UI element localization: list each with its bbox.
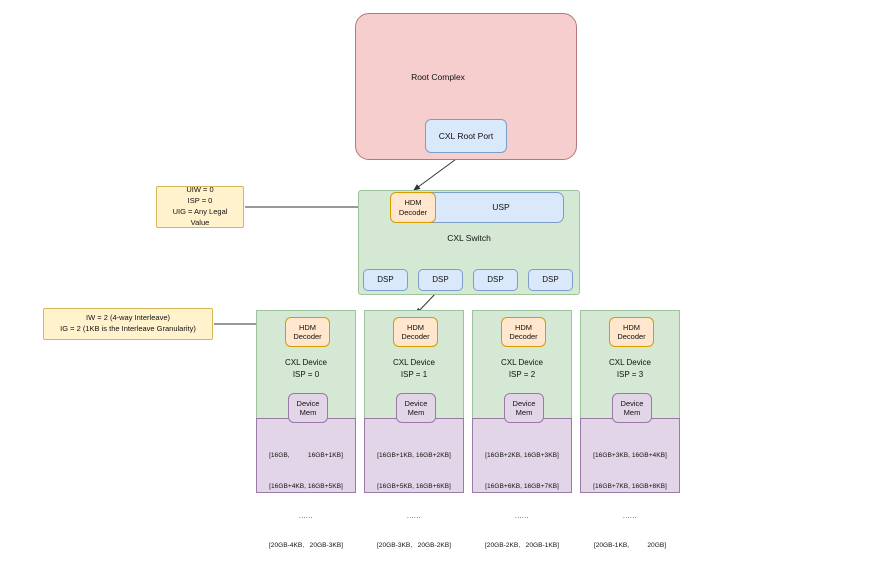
device-2-isp: ISP = 2 [508, 370, 536, 379]
device-1-name: CXL Device [393, 358, 435, 367]
device-3-name: CXL Device [609, 358, 651, 367]
cxl-device-3[interactable]: HDM Decoder CXL Device ISP = 3 Device Me… [580, 310, 680, 549]
device-mem-line1: Device [404, 398, 428, 408]
device-annotation-note: IW = 2 (4-way Interleave) IG = 2 (1KB is… [43, 308, 213, 340]
range-ellipsis: ...... [299, 512, 313, 520]
hdm-decoder-line1: HDM [298, 322, 317, 332]
hdm-decoder-line2: Decoder [398, 207, 428, 217]
device-1-title: CXL Device ISP = 1 [365, 357, 463, 381]
range-line-1: [16GB, 16GB+1KB] [269, 452, 343, 460]
range-line-3: [20GB-3KB, 20GB-2KB] [376, 542, 452, 550]
device-2-memory-chip[interactable]: Device Mem [504, 393, 544, 423]
device-mem-line2: Mem [515, 408, 533, 417]
device-mem-line2: Mem [623, 408, 641, 417]
cxl-device-2[interactable]: HDM Decoder CXL Device ISP = 2 Device Me… [472, 310, 572, 549]
device-3-memory-chip[interactable]: Device Mem [612, 393, 652, 423]
switch-hdm-decoder-box[interactable]: HDM Decoder [390, 192, 436, 223]
device-note-line2: IG = 2 (1KB is the Interleave Granularit… [60, 324, 196, 333]
range-line-1: [16GB+1KB, 16GB+2KB] [377, 452, 451, 460]
device-mem-line2: Mem [407, 408, 425, 417]
device-3-address-ranges: [16GB+3KB, 16GB+4KB] [16GB+7KB, 16GB+8KB… [580, 418, 680, 549]
cxl-device-0[interactable]: HDM Decoder CXL Device ISP = 0 Device Me… [256, 310, 356, 549]
dsp-port-1[interactable]: DSP [418, 269, 463, 291]
device-mem-line2: Mem [299, 408, 317, 417]
range-line-2: [16GB+5KB, 16GB+6KB] [377, 483, 451, 491]
range-line-2: [16GB+7KB, 16GB+8KB] [593, 483, 667, 491]
root-complex-label: Root Complex [411, 72, 465, 82]
hdm-decoder-line1: HDM [404, 198, 422, 208]
range-line-2: [16GB+4KB, 16GB+5KB] [269, 483, 343, 491]
device-0-name: CXL Device [285, 358, 327, 367]
hdm-decoder-line1: HDM [406, 322, 425, 332]
hdm-decoder-line1: HDM [514, 322, 533, 332]
device-0-address-ranges: [16GB, 16GB+1KB] [16GB+4KB, 16GB+5KB] ..… [256, 418, 356, 549]
device-3-hdm-decoder[interactable]: HDM Decoder [609, 317, 654, 347]
usp-note-line2: ISP = 0 [187, 196, 213, 206]
device-mem-line1: Device [296, 398, 320, 408]
hdm-decoder-line2: Decoder [617, 332, 646, 341]
device-0-hdm-decoder[interactable]: HDM Decoder [285, 317, 330, 347]
range-ellipsis: ...... [407, 512, 421, 520]
hdm-decoder-line2: Decoder [293, 332, 322, 341]
range-ellipsis: ...... [623, 512, 637, 520]
hdm-decoder-line1: HDM [622, 322, 641, 332]
dsp-port-0[interactable]: DSP [363, 269, 408, 291]
dsp-port-2[interactable]: DSP [473, 269, 518, 291]
device-1-hdm-decoder[interactable]: HDM Decoder [393, 317, 438, 347]
usp-annotation-note: UIW = 0 ISP = 0 UIG = Any Legal Value [156, 185, 244, 228]
arrow-rootport-to-switch-hdm [413, 153, 464, 191]
device-mem-line1: Device [512, 398, 536, 408]
device-mem-line1: Device [620, 398, 644, 408]
device-0-isp: ISP = 0 [292, 370, 320, 379]
device-1-memory-chip[interactable]: Device Mem [396, 393, 436, 423]
hdm-decoder-line2: Decoder [401, 332, 430, 341]
dsp-port-3[interactable]: DSP [528, 269, 573, 291]
range-line-2: [16GB+6KB, 16GB+7KB] [485, 483, 559, 491]
device-2-hdm-decoder[interactable]: HDM Decoder [501, 317, 546, 347]
range-line-1: [16GB+2KB, 16GB+3KB] [485, 452, 559, 460]
device-0-title: CXL Device ISP = 0 [257, 357, 355, 381]
device-3-isp: ISP = 3 [616, 370, 644, 379]
device-3-title: CXL Device ISP = 3 [581, 357, 679, 381]
range-line-3: [20GB-4KB, 20GB-3KB] [268, 542, 344, 550]
usp-note-line3: UIG = Any Legal [172, 207, 228, 216]
range-line-3: [20GB-2KB, 20GB-1KB] [484, 542, 560, 550]
device-0-memory-chip[interactable]: Device Mem [288, 393, 328, 423]
hdm-decoder-line2: Decoder [509, 332, 538, 341]
usp-label: USP [492, 202, 510, 213]
device-1-isp: ISP = 1 [400, 370, 428, 379]
device-note-line1: IW = 2 (4-way Interleave) [86, 313, 170, 323]
usp-note-line4: Value [190, 217, 210, 227]
usp-note-line1: UIW = 0 [186, 185, 214, 195]
range-ellipsis: ...... [515, 512, 529, 520]
device-2-title: CXL Device ISP = 2 [473, 357, 571, 381]
cxl-root-port-box[interactable]: CXL Root Port [425, 119, 507, 153]
range-line-3: [20GB-1KB, 20GB] [593, 542, 667, 550]
device-1-address-ranges: [16GB+1KB, 16GB+2KB] [16GB+5KB, 16GB+6KB… [364, 418, 464, 549]
device-2-name: CXL Device [501, 358, 543, 367]
cxl-device-1[interactable]: HDM Decoder CXL Device ISP = 1 Device Me… [364, 310, 464, 549]
range-line-1: [16GB+3KB, 16GB+4KB] [593, 452, 667, 460]
cxl-switch-label: CXL Switch [447, 233, 491, 243]
device-2-address-ranges: [16GB+2KB, 16GB+3KB] [16GB+6KB, 16GB+7KB… [472, 418, 572, 549]
